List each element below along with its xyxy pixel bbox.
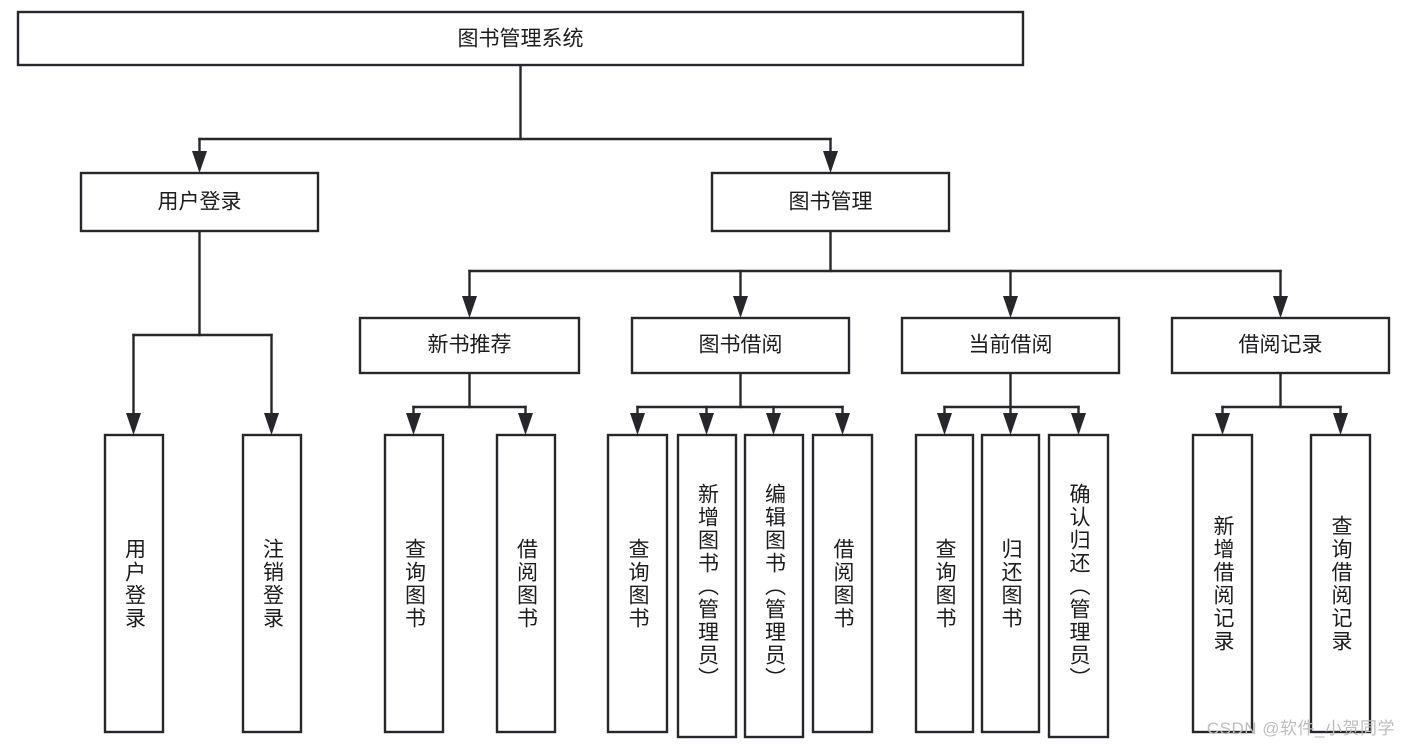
node-book-borrow[interactable]: 图书借阅 xyxy=(630,316,851,375)
arrow-head-icon xyxy=(192,151,207,173)
leaf-box-query-book-2[interactable] xyxy=(606,433,669,734)
node-current-borrow[interactable]: 当前借阅 xyxy=(900,316,1121,375)
watermark-text: CSDN @软件_小贺同学 xyxy=(1206,719,1395,738)
arrow-head-icon xyxy=(630,413,645,435)
node-user-login-label: 用户登录 xyxy=(158,191,242,214)
leaf-box-edit-book[interactable] xyxy=(743,433,805,739)
connector-userlogin-to-leaves xyxy=(126,229,279,435)
arrow-head-icon xyxy=(518,413,533,435)
leaf-box-query-record[interactable] xyxy=(1309,433,1372,734)
arrow-head-icon xyxy=(1333,413,1348,435)
arrow-head-icon xyxy=(1273,296,1288,318)
arrow-head-icon xyxy=(766,413,781,435)
leaf-box-logout[interactable] xyxy=(241,433,303,734)
node-root-system[interactable]: 图书管理系统 xyxy=(16,10,1025,67)
arrow-head-icon xyxy=(937,413,952,435)
leaf-box-query-book-3[interactable] xyxy=(914,433,975,734)
arrow-head-icon xyxy=(733,296,748,318)
node-book-manage[interactable]: 图书管理 xyxy=(710,171,951,233)
arrow-head-icon xyxy=(264,413,279,435)
node-new-book-recommend[interactable]: 新书推荐 xyxy=(358,316,581,375)
arrow-head-icon xyxy=(126,413,141,435)
node-current-borrow-label: 当前借阅 xyxy=(969,334,1053,357)
leaf-box-add-book[interactable] xyxy=(676,433,738,739)
node-book-manage-label: 图书管理 xyxy=(789,191,873,214)
leaf-box-borrow-book-1[interactable] xyxy=(495,433,557,734)
connector-currentborrow-to-leaves xyxy=(937,371,1086,435)
leaf-box-confirm-return[interactable] xyxy=(1047,433,1110,739)
node-new-book-recommend-label: 新书推荐 xyxy=(428,334,512,357)
connector-root-to-level2 xyxy=(192,63,838,173)
node-borrow-record-label: 借阅记录 xyxy=(1239,334,1323,357)
node-root-system-label: 图书管理系统 xyxy=(458,28,584,51)
node-borrow-record[interactable]: 借阅记录 xyxy=(1170,316,1391,375)
arrow-head-icon xyxy=(1003,413,1018,435)
arrow-head-icon xyxy=(699,413,714,435)
leaf-box-query-book-1[interactable] xyxy=(383,433,445,734)
connector-newbook-to-leaves xyxy=(406,371,533,435)
arrow-head-icon xyxy=(1215,413,1230,435)
leaf-box-return-book[interactable] xyxy=(980,433,1041,734)
leaf-box-add-record[interactable] xyxy=(1191,433,1254,734)
connector-borrowrecord-to-leaves xyxy=(1215,371,1348,435)
arrow-head-icon xyxy=(406,413,421,435)
arrow-head-icon xyxy=(1071,413,1086,435)
arrow-head-icon xyxy=(823,151,838,173)
leaf-box-user-login[interactable] xyxy=(103,433,165,734)
arrow-head-icon xyxy=(1003,296,1018,318)
node-book-borrow-label: 图书借阅 xyxy=(699,334,783,357)
arrow-head-icon xyxy=(835,413,850,435)
connector-bookborrow-to-leaves xyxy=(630,371,850,435)
leaf-box-borrow-book-2[interactable] xyxy=(811,433,874,734)
arrow-head-icon xyxy=(462,296,477,318)
connector-bookmanage-to-level3 xyxy=(462,229,1288,318)
node-user-login[interactable]: 用户登录 xyxy=(79,171,320,233)
